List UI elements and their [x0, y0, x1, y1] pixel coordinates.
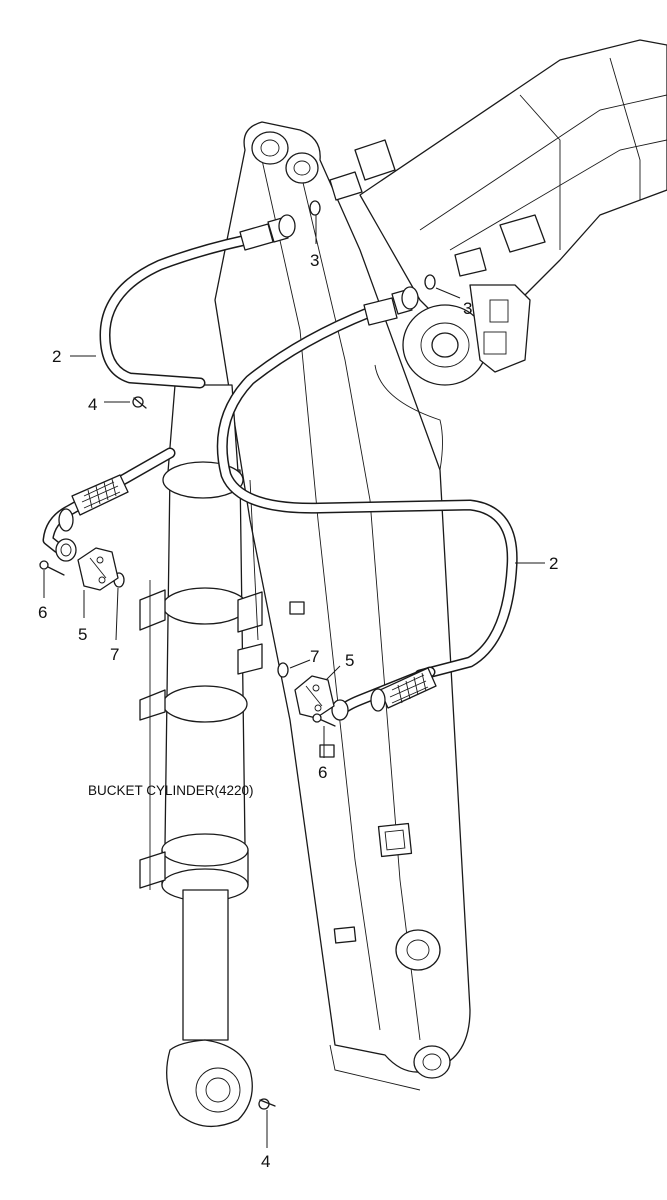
- callout-7-left: 7: [110, 645, 119, 664]
- callout-4-upper: 4: [88, 395, 97, 414]
- callout-3-left: 3: [310, 251, 319, 270]
- callout-6-left: 6: [38, 603, 47, 622]
- callout-5-right: 5: [345, 651, 354, 670]
- callout-3-right: 3: [463, 299, 472, 318]
- small-parts: [39, 200, 436, 727]
- bucket-cylinder-caption: BUCKET CYLINDER(4220): [88, 783, 254, 798]
- hose-cylinder-rod: [331, 666, 437, 721]
- callout-2-lower: 2: [549, 554, 558, 573]
- hose-2-lower: [216, 286, 518, 681]
- hose-2-upper: [99, 214, 296, 389]
- callout-2-upper: 2: [52, 347, 61, 366]
- hose-cylinder-head: [42, 447, 176, 562]
- callout-5-left: 5: [78, 625, 87, 644]
- callouts: 2 2 3 3 4 4 5 5 6 6 7 7: [38, 251, 558, 1171]
- leader-lines: [43, 215, 545, 1148]
- boom-structure: [329, 39, 667, 471]
- callout-4-lower: 4: [261, 1152, 270, 1171]
- callout-6-right: 6: [318, 763, 327, 782]
- callout-7-right: 7: [310, 647, 319, 666]
